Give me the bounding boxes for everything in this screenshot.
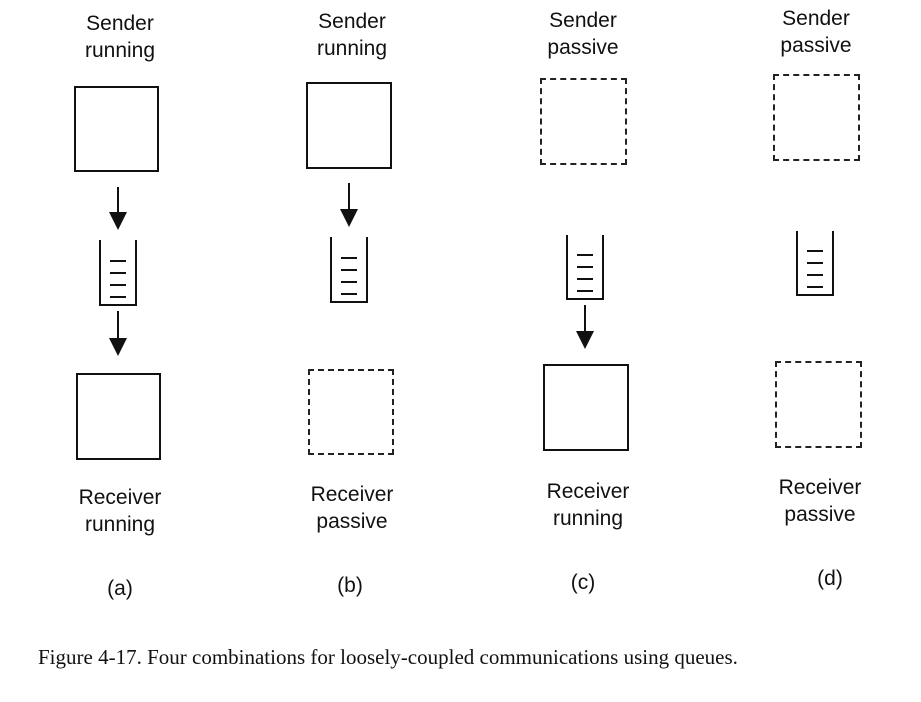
receiver-label-line1: Receiver [778,476,862,499]
sender-label-line1: Sender [782,7,850,30]
sender-process-box [540,78,627,165]
panel-caption: (c) [570,571,596,594]
arrow-sender-to-queue [108,187,128,230]
receiver-process-box [308,369,394,455]
panel-caption: (a) [107,577,133,600]
receiver-label: Receiver running [40,484,200,538]
message-queue [796,231,834,296]
receiver-process-box [543,364,629,451]
panel-caption: (d) [817,567,843,590]
sender-state-label: passive [547,36,619,59]
receiver-label: Receiver passive [272,481,432,535]
message-queue [330,237,368,303]
sender-process-box [773,74,860,161]
message-queue [566,235,604,300]
receiver-label: Receiver running [508,478,668,532]
receiver-process-box [775,361,862,448]
receiver-process-box [76,373,161,460]
sender-label-line1: Sender [86,12,154,35]
receiver-state-label: passive [784,503,856,526]
receiver-label-line1: Receiver [310,483,394,506]
figure-caption: Figure 4-17. Four combinations for loose… [38,645,738,669]
sender-process-box [74,86,159,172]
receiver-label: Receiver passive [740,474,900,528]
receiver-state-label: running [552,507,624,530]
arrow-queue-to-receiver [575,305,595,350]
sender-label: Sender running [40,10,200,64]
sender-label-line1: Sender [318,10,386,33]
sender-label: Sender passive [736,5,896,59]
message-queue [99,240,137,306]
arrow-queue-to-receiver [108,311,128,357]
sender-label: Sender passive [503,7,663,61]
sender-label-line1: Sender [549,9,617,32]
receiver-state-label: running [84,513,156,536]
receiver-state-label: passive [316,510,388,533]
sender-state-label: passive [780,34,852,57]
sender-process-box [306,82,392,169]
sender-label: Sender running [272,8,432,62]
arrow-sender-to-queue [339,183,359,228]
receiver-label-line1: Receiver [546,480,630,503]
sender-state-label: running [316,37,388,60]
sender-state-label: running [84,39,156,62]
receiver-label-line1: Receiver [78,486,162,509]
panel-caption: (b) [337,574,363,597]
